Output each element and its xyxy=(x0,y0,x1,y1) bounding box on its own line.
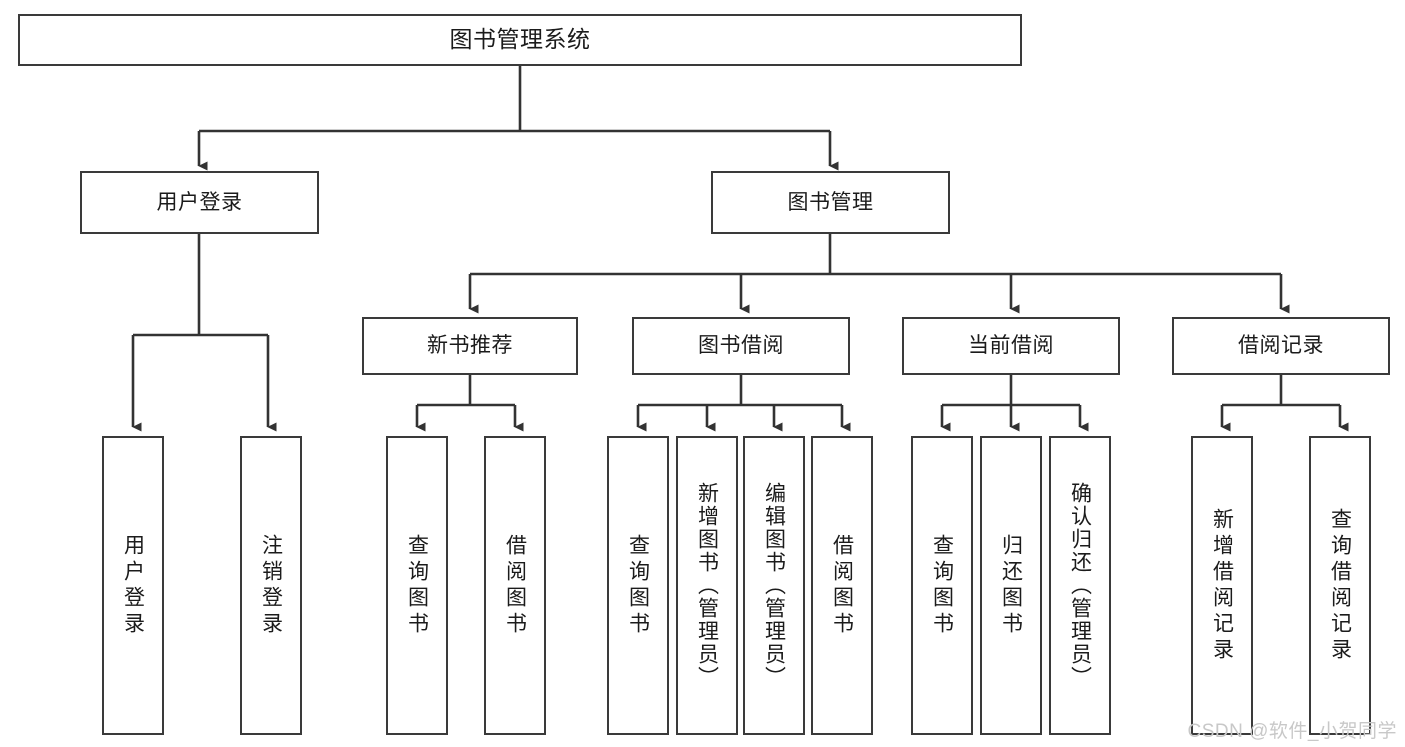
node-label: 查询图书 xyxy=(626,533,650,638)
node-new-book-recommend[interactable]: 新书推荐 xyxy=(362,317,578,375)
node-book-borrow[interactable]: 图书借阅 xyxy=(632,317,850,375)
leaf-book-borrow-edit-book-admin[interactable]: 编辑图书（管理员） xyxy=(743,436,805,735)
node-label: 编辑图书（管理员） xyxy=(762,482,786,689)
node-label: 图书管理系统 xyxy=(449,26,591,53)
node-label: 借阅记录 xyxy=(1238,334,1324,358)
node-root-book-management-system[interactable]: 图书管理系统 xyxy=(18,14,1022,66)
node-label: 注销登录 xyxy=(259,533,283,638)
leaf-new-book-borrow-book[interactable]: 借阅图书 xyxy=(484,436,546,735)
node-current-borrow[interactable]: 当前借阅 xyxy=(902,317,1120,375)
leaf-borrow-record-query-record[interactable]: 查询借阅记录 xyxy=(1309,436,1371,735)
node-label: 归还图书 xyxy=(999,533,1023,638)
node-user-login[interactable]: 用户登录 xyxy=(80,171,319,234)
node-label: 查询借阅记录 xyxy=(1328,507,1352,664)
leaf-current-borrow-return-book[interactable]: 归还图书 xyxy=(980,436,1042,735)
node-label: 查询图书 xyxy=(930,533,954,638)
node-label: 新增借阅记录 xyxy=(1210,507,1234,664)
leaf-user-login-login[interactable]: 用户登录 xyxy=(102,436,164,735)
leaf-current-borrow-query-book[interactable]: 查询图书 xyxy=(911,436,973,735)
node-label: 用户登录 xyxy=(121,533,145,638)
node-label: 图书借阅 xyxy=(698,334,784,358)
node-label: 查询图书 xyxy=(405,533,429,638)
node-label: 当前借阅 xyxy=(968,334,1054,358)
node-label: 图书管理 xyxy=(787,190,874,214)
node-label: 用户登录 xyxy=(156,190,243,214)
node-borrow-record[interactable]: 借阅记录 xyxy=(1172,317,1390,375)
node-label: 确认归还（管理员） xyxy=(1068,482,1092,689)
node-book-management[interactable]: 图书管理 xyxy=(711,171,950,234)
node-label: 新书推荐 xyxy=(427,334,513,358)
csdn-watermark: CSDN @软件_小贺同学 xyxy=(1187,721,1397,742)
node-label: 新增图书（管理员） xyxy=(695,482,719,689)
leaf-user-login-logout[interactable]: 注销登录 xyxy=(240,436,302,735)
node-label: 借阅图书 xyxy=(830,533,854,638)
node-label: 借阅图书 xyxy=(503,533,527,638)
leaf-book-borrow-add-book-admin[interactable]: 新增图书（管理员） xyxy=(676,436,738,735)
leaf-book-borrow-borrow-book[interactable]: 借阅图书 xyxy=(811,436,873,735)
leaf-new-book-query-book[interactable]: 查询图书 xyxy=(386,436,448,735)
leaf-borrow-record-add-record[interactable]: 新增借阅记录 xyxy=(1191,436,1253,735)
leaf-current-borrow-confirm-return-admin[interactable]: 确认归还（管理员） xyxy=(1049,436,1111,735)
leaf-book-borrow-query-book[interactable]: 查询图书 xyxy=(607,436,669,735)
